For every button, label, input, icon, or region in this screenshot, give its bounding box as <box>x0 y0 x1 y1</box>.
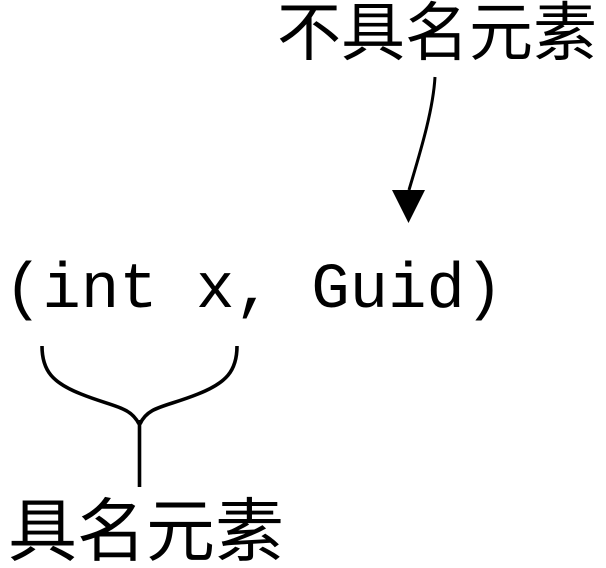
underbrace-left-arm <box>40 345 141 425</box>
unnamed-element-label: 不具名元素 <box>277 0 597 71</box>
named-element-label: 具名元素 <box>8 492 284 568</box>
tuple-code-text: (int x, Guid) <box>4 255 504 327</box>
arrow-down-connector-line <box>407 76 437 191</box>
underbrace-right-arm <box>138 345 239 425</box>
arrow-down-icon <box>392 190 425 223</box>
